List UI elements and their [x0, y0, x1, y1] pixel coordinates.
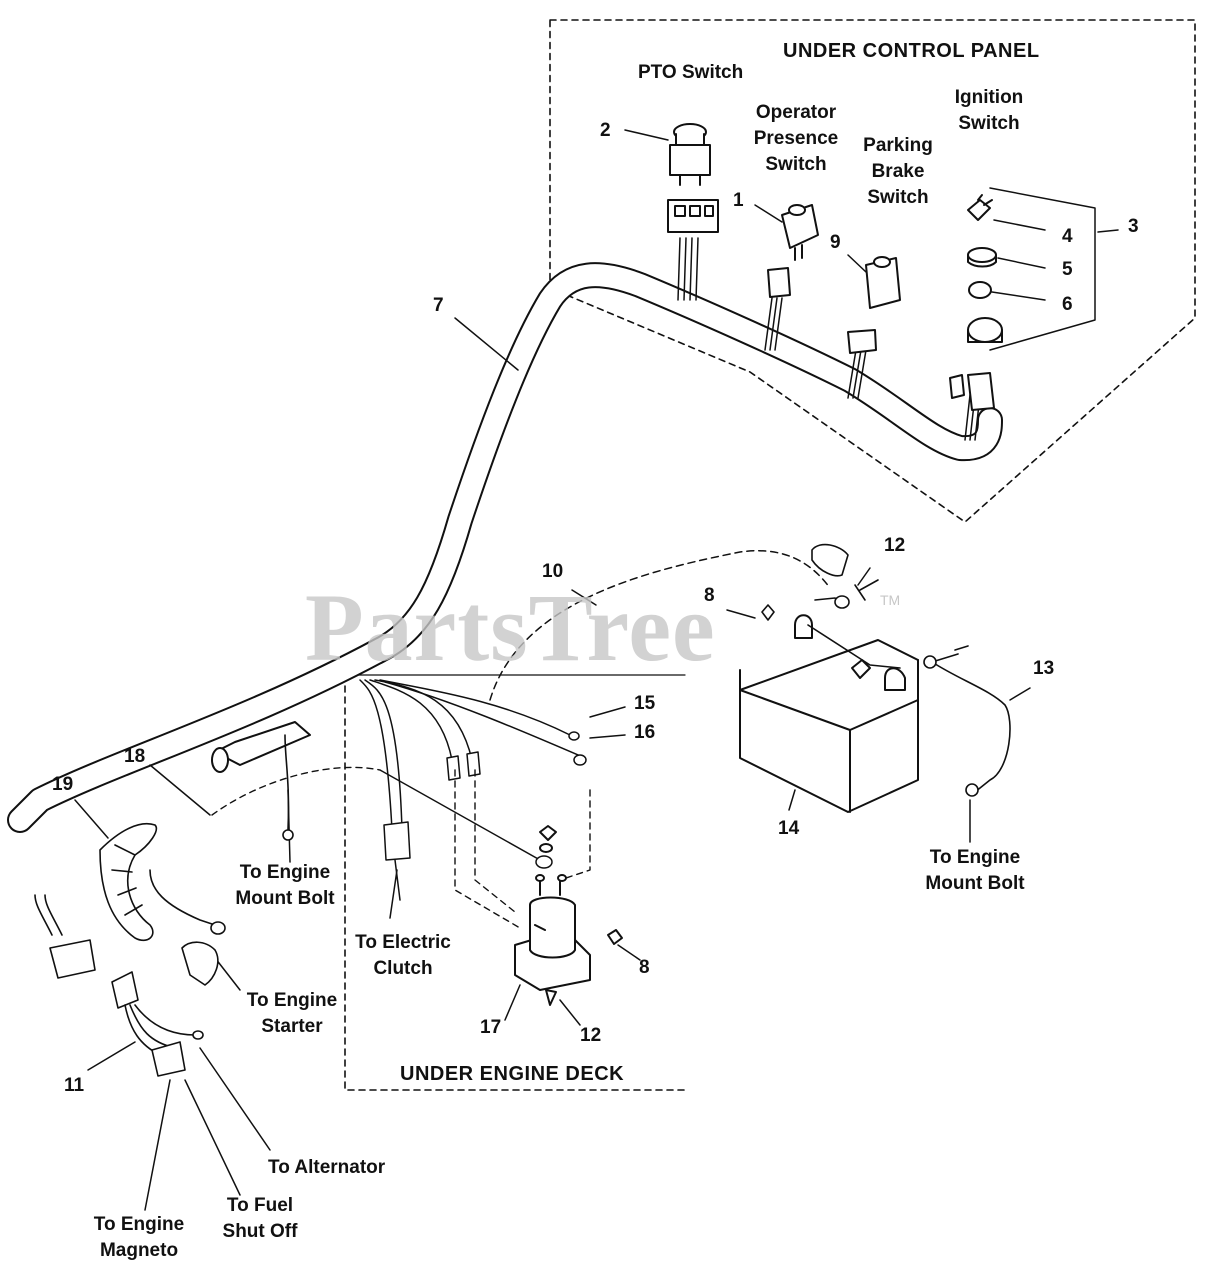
callout-15: 15 — [634, 693, 656, 714]
callout-16: 16 — [634, 722, 656, 743]
callout-3: 3 — [1128, 216, 1139, 237]
battery — [739, 614, 919, 813]
label-line: To Engine — [929, 847, 1021, 868]
label-line: Switch — [765, 154, 827, 175]
label-line: To Electric — [355, 932, 451, 953]
callout-17: 17 — [480, 1017, 502, 1038]
operator-presence-switch — [767, 204, 819, 298]
callout-19: 19 — [52, 774, 74, 795]
callout-13: 13 — [1033, 658, 1055, 679]
panel-branches — [677, 237, 981, 441]
to-engine-magneto-label: To Engine Magneto — [86, 1212, 192, 1264]
callout-12-bottom: 12 — [580, 1025, 602, 1046]
label-line: To Engine — [246, 990, 338, 1011]
pto-switch — [667, 123, 719, 233]
to-engine-starter-label: To Engine Starter — [240, 988, 344, 1040]
solenoid — [514, 825, 623, 1006]
label-line: To Engine — [93, 1214, 185, 1235]
callout-9: 9 — [830, 232, 841, 253]
parking-brake-switch-label: Parking Brake Switch — [858, 133, 938, 211]
cable-10-dashed — [489, 550, 831, 701]
callout-11: 11 — [64, 1075, 85, 1096]
label-line: Operator — [755, 102, 837, 123]
label-line: Parking — [863, 135, 933, 156]
label-line: Switch — [867, 187, 929, 208]
label-line: To Fuel — [226, 1195, 294, 1216]
callout-7: 7 — [433, 295, 444, 316]
pto-switch-label: PTO Switch — [638, 62, 744, 83]
parking-brake-switch — [847, 256, 901, 354]
callout-10: 10 — [542, 561, 564, 582]
left-harness-ends — [34, 734, 294, 1077]
label-line: Starter — [261, 1016, 323, 1037]
callout-6: 6 — [1062, 294, 1073, 315]
watermark-tm: TM — [880, 592, 901, 608]
callout-8-top: 8 — [704, 585, 715, 606]
callout-14: 14 — [778, 818, 800, 839]
engine-deck-wiring — [359, 679, 587, 901]
label-line: Presence — [753, 128, 839, 149]
watermark: PartsTree — [305, 574, 716, 681]
ignition-switch-label: Ignition Switch — [946, 85, 1032, 137]
label-line: Magneto — [99, 1240, 179, 1261]
to-alternator-label: To Alternator — [268, 1157, 386, 1178]
callout-8-bottom: 8 — [639, 957, 650, 978]
callout-2: 2 — [600, 120, 611, 141]
main-harness — [7, 262, 1003, 833]
callout-4: 4 — [1062, 226, 1073, 247]
label-line: Mount Bolt — [925, 873, 1025, 894]
ignition-switch-parts — [949, 194, 1003, 411]
label-line: Mount Bolt — [235, 888, 335, 909]
label-line: Brake — [871, 161, 925, 182]
label-line: Ignition — [954, 87, 1024, 108]
under-engine-deck-heading: UNDER ENGINE DECK — [400, 1063, 625, 1085]
callout-5: 5 — [1062, 259, 1073, 280]
under-control-panel-heading: UNDER CONTROL PANEL — [783, 40, 1040, 62]
to-engine-mount-bolt-left-label: To Engine Mount Bolt — [230, 860, 340, 912]
label-line: Switch — [958, 113, 1020, 134]
label-line: To Engine — [239, 862, 331, 883]
battery-cables — [761, 543, 1011, 797]
label-line: Clutch — [373, 958, 433, 979]
callout-1: 1 — [733, 190, 744, 211]
to-engine-mount-bolt-right-label: To Engine Mount Bolt — [920, 845, 1030, 897]
callout-12-top: 12 — [884, 535, 906, 556]
to-electric-clutch-label: To Electric Clutch — [348, 930, 458, 982]
callout-18: 18 — [124, 746, 146, 767]
label-line: Shut Off — [222, 1221, 298, 1242]
operator-presence-switch-label: Operator Presence Switch — [748, 100, 844, 178]
to-fuel-shut-off-label: To Fuel Shut Off — [215, 1193, 305, 1245]
